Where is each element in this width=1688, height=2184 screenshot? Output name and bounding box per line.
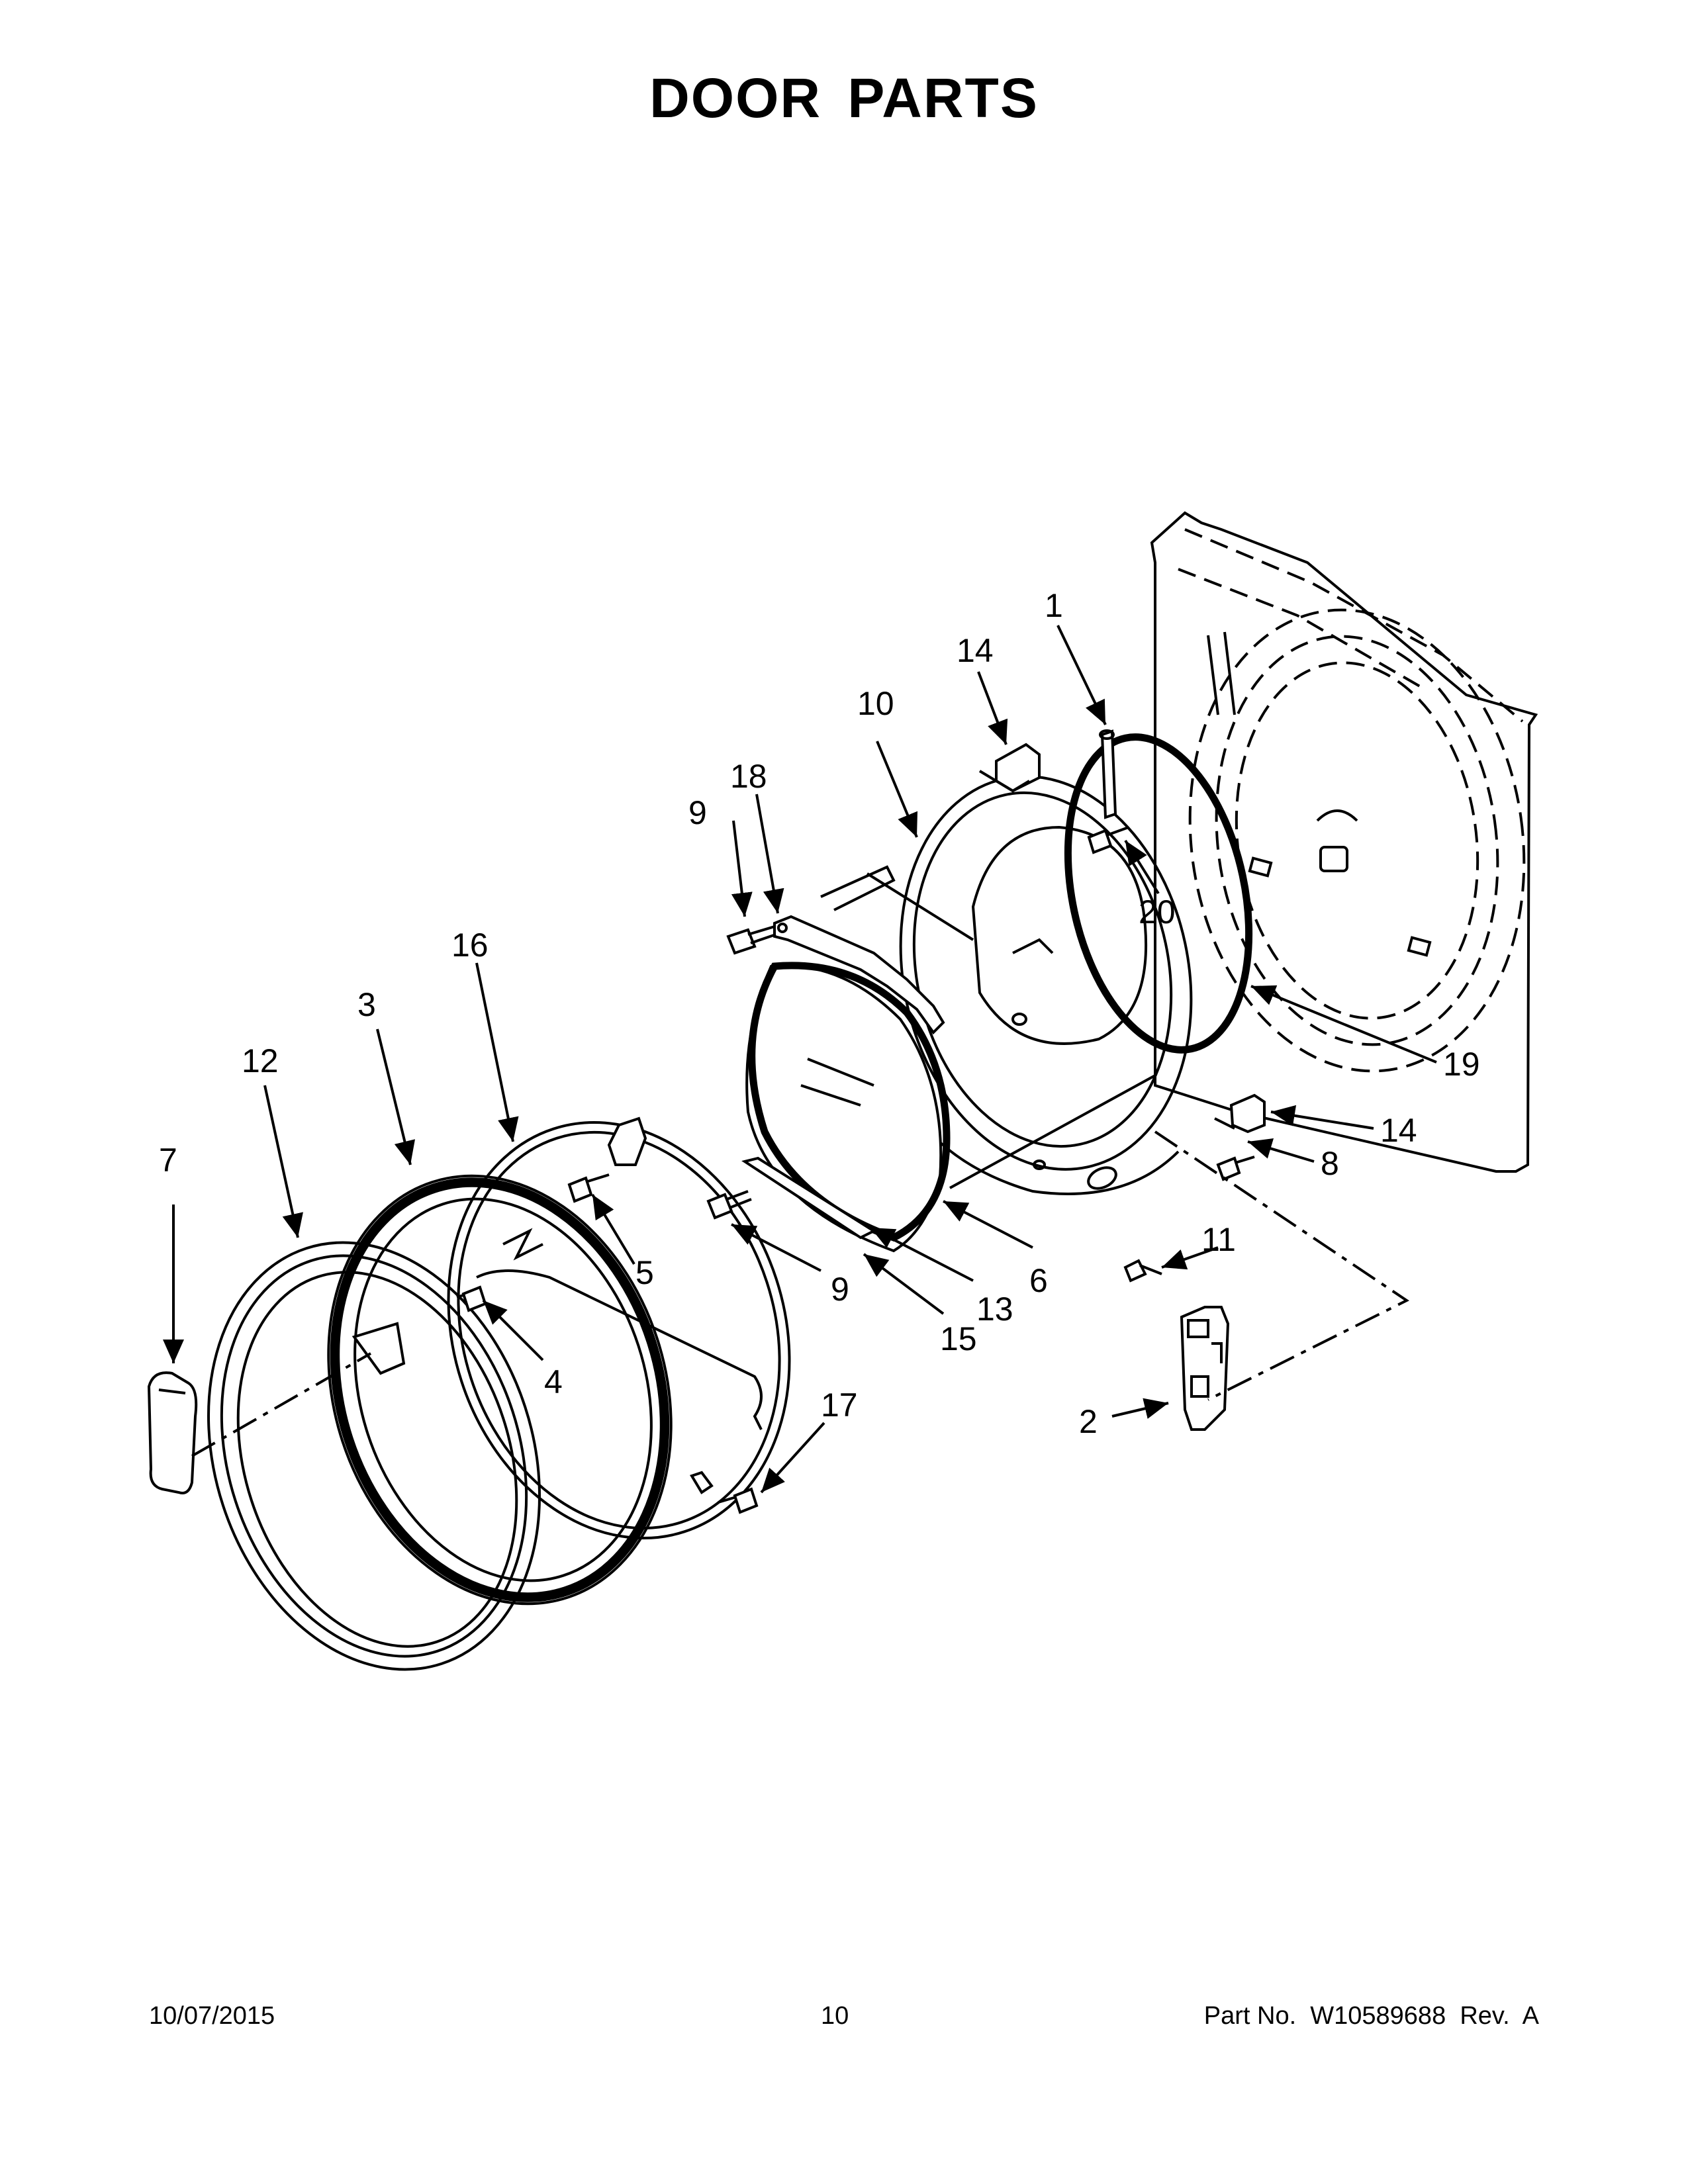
- callout-8: 8: [1321, 1145, 1339, 1182]
- hinge-assembly-2: [1180, 1306, 1230, 1431]
- hinge-pin-1: [1099, 729, 1117, 819]
- screw-20: [1087, 826, 1129, 854]
- door-ring-3: [327, 1174, 673, 1606]
- callout-17: 17: [821, 1387, 858, 1424]
- callout-11: 11: [1201, 1221, 1236, 1258]
- footer-part-number: Part No. W10589688 Rev. A: [1203, 2002, 1539, 2030]
- callout-1: 1: [1045, 587, 1063, 624]
- door-seal-6: [748, 962, 951, 1242]
- callout-10: 10: [857, 685, 894, 722]
- door-glass-13: [745, 964, 943, 1253]
- door-trim-16: [447, 1116, 791, 1539]
- page-title: DOOR PARTS: [649, 67, 1039, 129]
- door-gasket-19: [1064, 733, 1253, 1054]
- footer-page-number: 10: [821, 2002, 849, 2030]
- callout-labels: 1 2 3 4 5 6 7 8 9 9 10 11 12 13 14 14 15…: [159, 587, 1480, 1440]
- callout-9-upper: 9: [688, 794, 707, 831]
- strike-bracket-14-lower: [1214, 1093, 1266, 1134]
- outer-door-12: [207, 1241, 541, 1671]
- front-panel-outline: [1150, 511, 1538, 1173]
- alignment-lines: [191, 872, 1409, 1457]
- leader-arrows: [163, 625, 1437, 1494]
- callout-2: 2: [1079, 1403, 1098, 1440]
- screw-8: [1216, 1156, 1255, 1181]
- screw-9-upper: [726, 925, 776, 955]
- callout-13: 13: [976, 1291, 1013, 1328]
- callout-19: 19: [1443, 1046, 1480, 1083]
- hinge-bracket-18: [773, 865, 945, 1035]
- callout-12: 12: [242, 1042, 279, 1079]
- callout-6: 6: [1029, 1262, 1048, 1299]
- callout-20: 20: [1139, 893, 1176, 931]
- callout-14-lower: 14: [1380, 1112, 1417, 1149]
- door-handle-7: [147, 1371, 198, 1494]
- callout-4: 4: [544, 1363, 563, 1400]
- strike-bracket-14-upper: [978, 743, 1041, 793]
- screw-11: [1123, 1259, 1162, 1283]
- callout-3: 3: [357, 986, 376, 1023]
- screw-17: [718, 1487, 759, 1514]
- callout-15: 15: [940, 1320, 977, 1357]
- footer-date: 10/07/2015: [149, 2002, 275, 2030]
- screw-9-lower: [706, 1190, 752, 1220]
- callout-16: 16: [451, 927, 489, 964]
- callout-18: 18: [730, 758, 767, 795]
- callout-9-lower: 9: [831, 1271, 849, 1308]
- callout-5: 5: [635, 1254, 654, 1291]
- callout-14-upper: 14: [957, 632, 994, 669]
- callout-7: 7: [159, 1142, 177, 1179]
- screw-5: [567, 1173, 610, 1203]
